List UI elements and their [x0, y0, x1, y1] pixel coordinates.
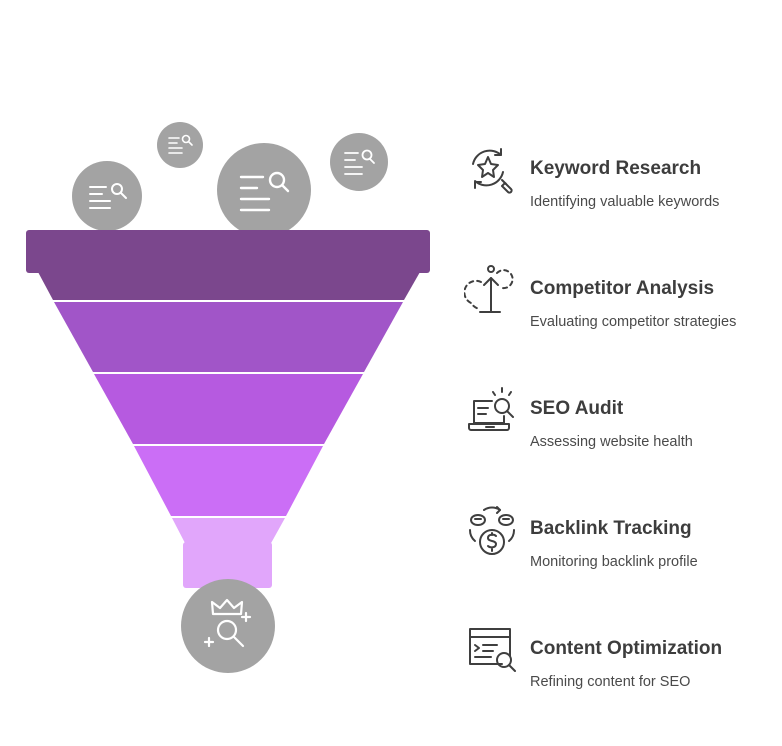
step-description: Refining content for SEO	[530, 674, 691, 690]
input-bubbles	[72, 122, 388, 237]
step-description: Monitoring backlink profile	[530, 554, 698, 570]
list-search-icon	[168, 134, 193, 154]
step-title: Keyword Research	[530, 158, 702, 179]
funnel-band-2	[54, 302, 403, 372]
dashed-arrow-icon	[464, 265, 514, 313]
step-seo-audit: SEO Audit Assessing website health	[464, 384, 774, 464]
step-description: Identifying valuable keywords	[530, 194, 720, 210]
list-search-icon	[344, 149, 375, 175]
step-title: SEO Audit	[530, 398, 624, 419]
funnel	[26, 230, 430, 588]
list-search-icon	[89, 183, 127, 209]
document-search-icon	[469, 628, 516, 672]
list-search-bubble-3	[217, 143, 311, 237]
funnel-band-3	[94, 374, 363, 444]
step-keyword-research: Keyword Research Identifying valuable ke…	[464, 144, 774, 224]
step-competitor-analysis: Competitor Analysis Evaluating competito…	[464, 264, 774, 344]
laptop-search-icon	[468, 387, 514, 431]
step-title: Content Optimization	[530, 638, 723, 659]
funnel-neck	[183, 542, 272, 588]
step-description: Evaluating competitor strategies	[530, 314, 737, 330]
step-description: Assessing website health	[530, 434, 693, 450]
funnel-rim	[26, 230, 430, 273]
funnel-band-5	[172, 518, 285, 545]
funnel-band-4	[134, 446, 323, 516]
list-search-bubble-1	[72, 161, 142, 231]
list-search-bubble-2	[157, 122, 203, 168]
money-cycle-icon	[468, 506, 516, 555]
list-search-icon	[239, 171, 290, 212]
step-backlink-tracking: Backlink Tracking Monitoring backlink pr…	[464, 504, 774, 584]
output-bubble	[181, 579, 275, 673]
step-content-optimization: Content Optimization Refining content fo…	[464, 624, 774, 704]
step-title: Backlink Tracking	[530, 518, 692, 539]
star-search-icon	[472, 148, 513, 194]
funnel-band-1	[38, 272, 420, 300]
step-title: Competitor Analysis	[530, 278, 715, 299]
list-search-bubble-4	[330, 133, 388, 191]
crown-search-icon	[203, 598, 252, 648]
